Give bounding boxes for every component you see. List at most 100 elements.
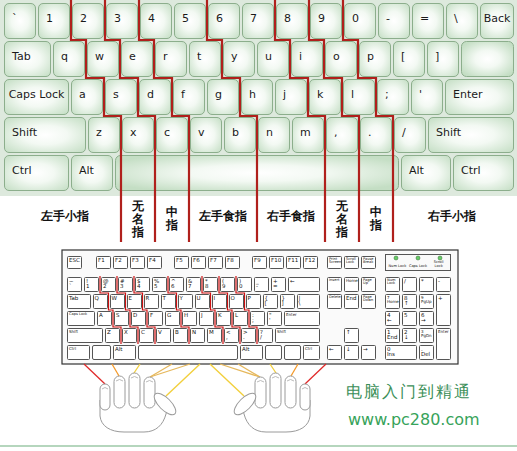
- keyboard-key: c: [156, 117, 188, 153]
- mini-keyboard-key: Q: [93, 294, 108, 309]
- keyboard-key: `: [4, 3, 36, 39]
- keyboard-key: Alt: [401, 155, 451, 191]
- mini-keyboard-key: &7: [186, 277, 201, 292]
- key-label: R: [146, 296, 157, 302]
- key-label: r: [163, 50, 168, 63]
- key-label: F3: [132, 258, 143, 264]
- blank-key: [93, 346, 111, 360]
- key-label: /: [402, 126, 406, 139]
- mini-keyboard-key: Z: [105, 328, 120, 343]
- keyboard-key: o: [325, 41, 357, 77]
- mini-keyboard-key: Insert: [327, 277, 342, 292]
- mini-keyboard-key: J: [199, 311, 214, 326]
- key-label: J: [201, 313, 212, 319]
- mini-keyboard-key: R: [144, 294, 159, 309]
- mini-keyboard-key: <,: [224, 328, 239, 343]
- key-label: 0: [352, 12, 359, 25]
- key-label: |: [299, 296, 319, 302]
- key-label: ESC: [69, 258, 80, 264]
- mini-keyboard-key: +: [436, 294, 451, 326]
- key-label: 5: [182, 12, 189, 25]
- key-label: Page Down: [363, 296, 374, 304]
- key-label: M: [209, 330, 220, 336]
- watermark-text: 电脑入门到精通: [346, 382, 472, 403]
- keyboard-key: =: [412, 3, 444, 39]
- key-label: l: [351, 88, 354, 101]
- mini-keyboard-key: F8: [225, 256, 240, 269]
- key-label: Insert: [329, 279, 340, 283]
- mini-keyboard-key: -: [436, 277, 451, 292]
- keyboard-key: p: [359, 41, 391, 77]
- key-label: Shift: [436, 126, 461, 139]
- key-label: /: [404, 279, 415, 285]
- keyboard-key: b: [224, 117, 256, 153]
- key-label: F1: [98, 258, 109, 264]
- keyboard-key: d: [139, 79, 171, 115]
- keyboard-key: [: [393, 41, 425, 77]
- mini-keyboard-key: V: [156, 328, 171, 343]
- key-label: ↓: [404, 335, 415, 341]
- key-label: +: [438, 296, 449, 302]
- key-label: F10: [271, 258, 282, 264]
- mini-keyboard-key: W: [110, 294, 125, 309]
- key-label: V: [158, 330, 169, 336]
- key-label: [: [401, 50, 405, 63]
- mini-keyboard-key: Home: [344, 277, 359, 292]
- key-label: ↓: [346, 347, 357, 353]
- key-label: .: [368, 126, 372, 139]
- key-label: Q: [95, 296, 106, 302]
- key-label: \: [454, 12, 458, 25]
- keyboard-key: Caps Lock: [4, 79, 69, 115]
- key-label: 4: [137, 284, 148, 290]
- key-label: Caps Lock: [69, 313, 93, 317]
- key-label: .: [243, 335, 254, 341]
- mini-keyboard-key: P: [246, 294, 261, 309]
- mini-keyboard-key: F3: [130, 256, 145, 269]
- keyboard-key: y: [223, 41, 255, 77]
- key-label: A: [99, 313, 110, 319]
- mini-keyboard-key: ↓: [344, 345, 359, 360]
- key-label: F11: [288, 258, 299, 264]
- key-label: O: [231, 296, 242, 302]
- keyboard-key: .: [360, 117, 392, 153]
- key-label: m: [300, 126, 311, 139]
- keyboard-key: g: [207, 79, 239, 115]
- key-label: ': [269, 318, 280, 324]
- key-label: ;: [252, 318, 263, 324]
- key-label: `: [69, 284, 80, 290]
- key-label: i: [299, 50, 302, 63]
- key-label: n: [266, 126, 273, 139]
- keyboard-key: z: [88, 117, 120, 153]
- keyboard-key: ;: [377, 79, 409, 115]
- mini-keyboard-key: .Del: [419, 345, 434, 360]
- finger-label: 中指: [166, 206, 178, 232]
- key-label: Enter: [438, 330, 449, 334]
- key-label: K: [218, 313, 229, 319]
- key-label: Tab: [12, 50, 31, 63]
- finger-label: 中指: [370, 206, 382, 232]
- key-label: Ctrl: [69, 347, 88, 351]
- mini-keyboard-key: $4: [135, 277, 150, 292]
- mini-keyboard-key: Ctrl: [303, 345, 320, 360]
- key-label: Scroll Lock: [346, 258, 357, 266]
- key-label: ": [269, 313, 280, 319]
- mini-keyboard-key: 0Ins: [385, 345, 417, 360]
- mini-keyboard-key: ?/: [258, 328, 273, 343]
- keyboard-key: m: [292, 117, 324, 153]
- key-label: ←: [290, 279, 318, 285]
- finger-label: 右手食指: [267, 208, 315, 225]
- key-label: L: [235, 313, 246, 319]
- key-label: Back: [484, 12, 511, 25]
- key-label: s: [113, 88, 119, 101]
- key-label: =: [420, 12, 429, 25]
- key-label: 1: [46, 12, 53, 25]
- watermark-text: www.pc280.com: [348, 410, 480, 429]
- blank-key: [285, 346, 301, 360]
- keyboard-key: ,: [326, 117, 358, 153]
- key-label: 6: [171, 284, 182, 290]
- key-label: Home: [387, 300, 398, 304]
- key-label: End: [387, 335, 398, 341]
- key-label: -: [438, 279, 449, 285]
- keyboard-key: q: [53, 41, 85, 77]
- key-label: y: [231, 50, 238, 63]
